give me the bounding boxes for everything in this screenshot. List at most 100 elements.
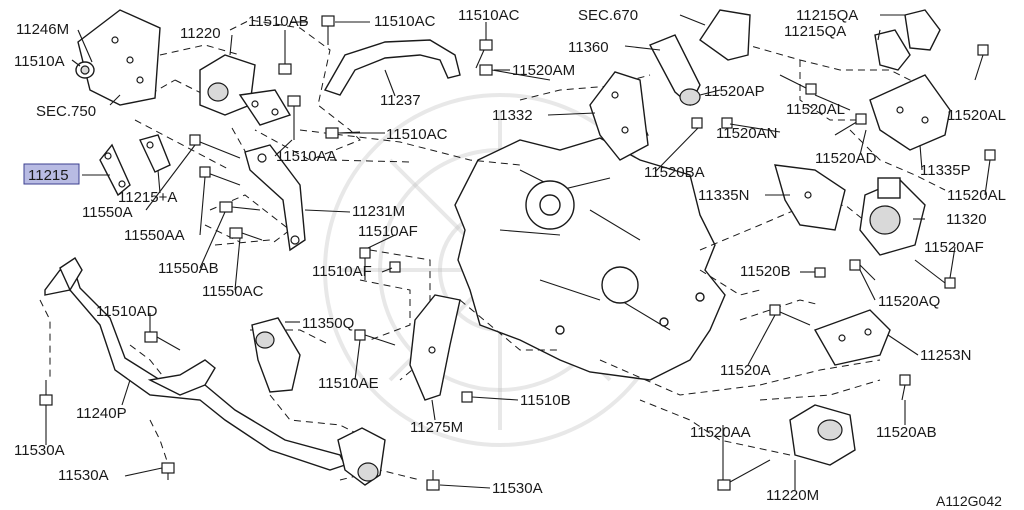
label-sec750[interactable]: SEC.750 (36, 103, 96, 120)
bolt-11550aa (199, 166, 241, 186)
bracket-sec670 (699, 9, 751, 61)
label-11360[interactable]: 11360 (568, 39, 609, 56)
label-11510af-2[interactable]: 11510AF (312, 263, 372, 280)
bolt-11520al-top (779, 74, 817, 95)
mount-11220m (789, 404, 856, 466)
bracket-rear-mount (337, 427, 386, 486)
label-11510af[interactable]: 11510AF (358, 223, 418, 240)
label-11520al-2[interactable]: 11520AL (947, 107, 1006, 124)
label-11246m[interactable]: 11246M (16, 21, 69, 38)
bolt-11520an (834, 113, 867, 136)
label-11320[interactable]: 11320 (946, 211, 987, 228)
label-11520a[interactable]: 11520A (720, 362, 771, 379)
bolt-11520am (479, 64, 551, 81)
label-11220[interactable]: 11220 (180, 25, 221, 42)
bolt-11550ac (229, 227, 263, 241)
bolt-11510ae (354, 329, 396, 346)
label-11510ac-2[interactable]: 11510AC (458, 7, 520, 24)
bolt-11520ba (691, 117, 703, 129)
label-11520al[interactable]: 11520AL (786, 101, 845, 118)
label-11510ad[interactable]: 11510AD (96, 303, 158, 320)
bolt-11530a-left (39, 380, 53, 425)
bolt-11520ab (899, 374, 911, 401)
mount-11350q (251, 317, 301, 393)
label-11550aa[interactable]: 11550AA (124, 227, 185, 244)
label-11510ac[interactable]: 11510AC (374, 13, 436, 30)
crossmember-11240p (44, 257, 346, 471)
link-11231m (244, 144, 306, 252)
label-11530a-2[interactable]: 11530A (58, 467, 109, 484)
label-11335p[interactable]: 11335P (920, 162, 971, 179)
label-11510a[interactable]: 11510A (14, 53, 65, 70)
mount-11215qa-b (874, 29, 911, 71)
label-11275m[interactable]: 11275M (410, 419, 463, 436)
label-11550ac[interactable]: 11550AC (202, 283, 264, 300)
label-11530a-3[interactable]: 11530A (492, 480, 543, 497)
label-11550ab[interactable]: 11550AB (158, 260, 219, 277)
label-11220m[interactable]: 11220M (766, 487, 819, 504)
nut-11520b (814, 267, 826, 278)
label-11510ae[interactable]: 11510AE (318, 375, 379, 392)
washer-11246m (75, 61, 95, 79)
bracket-11335p (869, 74, 951, 151)
engine-block (454, 137, 726, 381)
bolt-11510ab (278, 30, 292, 75)
label-11510b[interactable]: 11510B (520, 392, 571, 409)
label-11520ba[interactable]: 11520BA (644, 164, 705, 181)
label-11520af[interactable]: 11520AF (924, 239, 984, 256)
label-11510aa[interactable]: 11510AA (276, 148, 337, 165)
bolt-11510af-b (389, 261, 401, 273)
mount-11215qa-a (904, 9, 941, 51)
label-11231m[interactable]: 11231M (352, 203, 405, 220)
label-11215qa[interactable]: 11215QA (796, 7, 858, 24)
bolt-11510ac-top (321, 15, 335, 45)
highlight-box (23, 163, 80, 185)
bracket-11275m (409, 294, 461, 401)
bolt-11510aa (287, 95, 301, 140)
label-11350q[interactable]: 11350Q (302, 315, 354, 332)
bolt-11520aa (717, 459, 771, 491)
label-11335n[interactable]: 11335N (698, 187, 749, 204)
label-11237[interactable]: 11237 (380, 92, 421, 109)
mount-11320 (859, 177, 926, 256)
label-11215qa-2[interactable]: 11215QA (784, 23, 846, 40)
label-11530a[interactable]: 11530A (14, 442, 65, 459)
mount-11220 (199, 54, 292, 126)
label-11550a[interactable]: 11550A (82, 204, 133, 221)
part-labels: 11246M 11510A SEC.750 11220 11510AB 1151… (14, 7, 1006, 504)
label-11520ap[interactable]: 11520AP (704, 83, 765, 100)
bolt-11520a-right (769, 304, 811, 326)
label-11240p[interactable]: 11240P (76, 405, 127, 422)
label-11520ad[interactable]: 11520AD (815, 150, 877, 167)
label-11215[interactable]: 11215 (28, 167, 69, 184)
bolt-11550ab (219, 201, 261, 213)
bracket-sec750 (77, 9, 161, 106)
bracket-11332 (589, 71, 649, 161)
label-11520aq[interactable]: 11520AQ (878, 293, 940, 310)
label-sec670[interactable]: SEC.670 (578, 7, 638, 24)
label-11520ab[interactable]: 11520AB (876, 424, 937, 441)
label-11510ab[interactable]: 11510AB (248, 13, 309, 30)
bracket-11253n (813, 309, 891, 366)
diagram-code: A112G042 (936, 493, 1002, 509)
label-11520aa[interactable]: 11520AA (690, 424, 751, 441)
label-11520b[interactable]: 11520B (740, 263, 791, 280)
label-11332[interactable]: 11332 (492, 107, 533, 124)
label-11520an[interactable]: 11520AN (716, 125, 777, 142)
plate-11215a (139, 134, 171, 173)
strap-11237 (323, 39, 461, 96)
label-11520am[interactable]: 11520AM (512, 62, 575, 79)
bolt-11520al-low (984, 149, 996, 161)
label-11520al-3[interactable]: 11520AL (947, 187, 1006, 204)
label-11253n[interactable]: 11253N (920, 347, 971, 364)
label-11215a[interactable]: 11215+A (118, 189, 177, 206)
bracket-11335n (774, 164, 846, 231)
bolt-11550a (189, 134, 241, 159)
label-11510ac-3[interactable]: 11510AC (386, 126, 448, 143)
bolt-11510af-a (359, 247, 371, 280)
bolt-11520af (914, 259, 956, 289)
arm-11360 (649, 34, 701, 107)
label-leaders (45, 14, 991, 490)
